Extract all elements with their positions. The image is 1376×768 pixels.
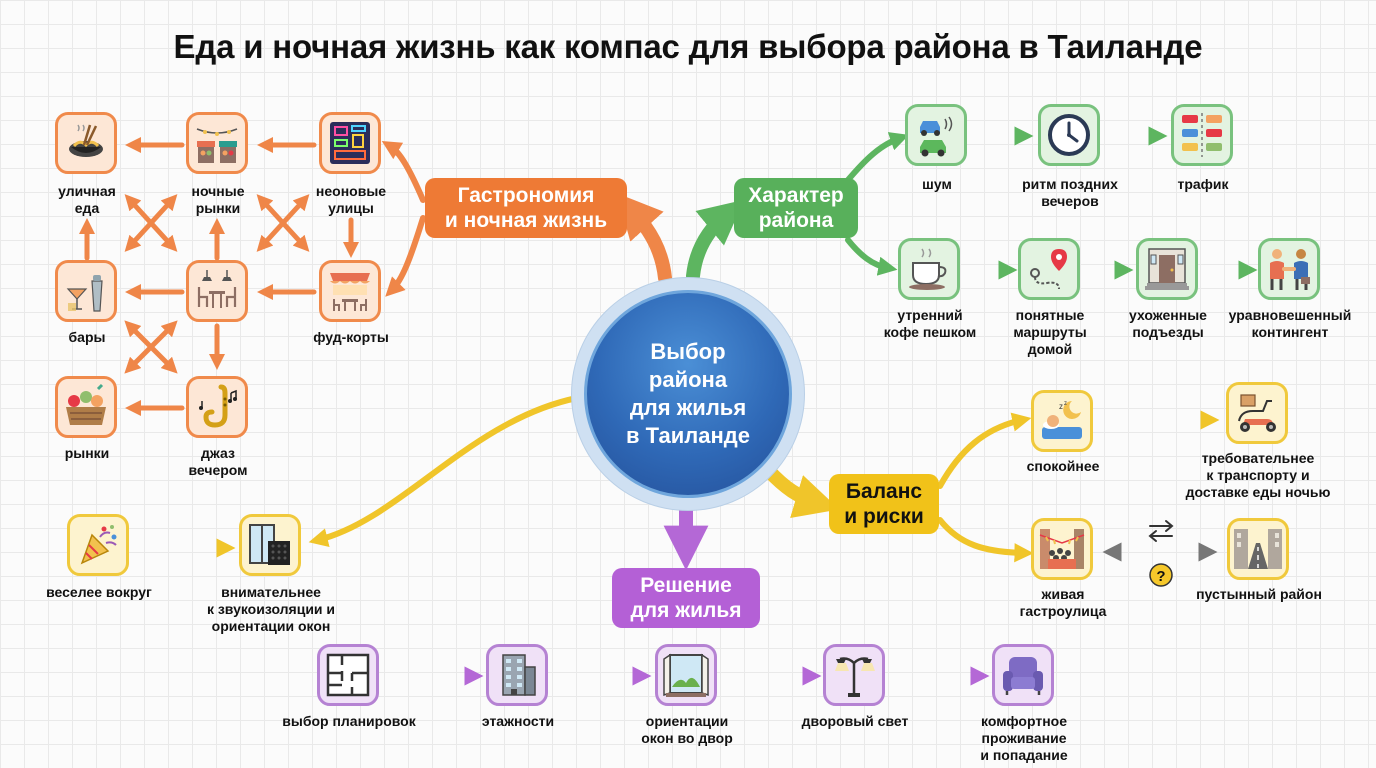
svg-text:?: ? xyxy=(1156,568,1165,585)
dining-hall-icon xyxy=(186,260,248,322)
produce-basket-icon xyxy=(55,376,117,438)
label-noise: шум xyxy=(922,176,952,192)
street-lamp-icon xyxy=(823,644,885,706)
swap-arrows-icon xyxy=(1148,520,1174,542)
label-late-rhythm: ритм поздних вечеров xyxy=(1022,176,1118,209)
label-demanding: требовательнее к транспорту и доставке е… xyxy=(1185,450,1331,500)
clock-icon xyxy=(1038,104,1100,166)
label-morning-coffee: утренний кофе пешком xyxy=(883,307,977,340)
arrow-character-coffee xyxy=(845,237,898,276)
party-popper-icon xyxy=(67,514,129,576)
arrow-center-gastro xyxy=(617,193,672,285)
hub-decision: Решение для жилья xyxy=(612,568,760,628)
label-bars: бары xyxy=(68,329,106,345)
label-routes: понятные маршруты домой xyxy=(1013,307,1087,357)
arrow-x4 xyxy=(256,194,310,252)
crowded-street-icon xyxy=(1031,518,1093,580)
route-pin-icon xyxy=(1018,238,1080,300)
label-night-markets: ночные рынки xyxy=(191,183,245,216)
svg-text:z: z xyxy=(1059,402,1063,411)
center-circle: Выбор района для жилья в Таиланде xyxy=(572,278,804,510)
arrow-center-character xyxy=(686,199,745,283)
label-layouts: выбор планировок xyxy=(282,713,416,729)
open-window-icon xyxy=(655,644,717,706)
cocktail-shaker-icon xyxy=(55,260,117,322)
label-jazz: джаз вечером xyxy=(188,445,248,478)
window-panel-icon xyxy=(239,514,301,576)
label-yard-light: дворовый свет xyxy=(801,713,909,729)
label-deserted: пустынный район xyxy=(1196,586,1322,602)
label-calmer: спокойнее xyxy=(1026,458,1100,474)
arrow-center-window xyxy=(308,395,580,548)
coffee-cup-icon xyxy=(898,238,960,300)
handshake-icon xyxy=(1258,238,1320,300)
floor-plan-icon xyxy=(317,644,379,706)
svg-text:z: z xyxy=(1064,401,1067,407)
label-attentive: внимательнее к звукоизоляции и ориентаци… xyxy=(206,584,336,634)
arrow-x2 xyxy=(124,194,178,252)
center-title: Выбор района для жилья в Таиланде xyxy=(626,339,750,448)
saxophone-icon xyxy=(186,376,248,438)
hub-balance: Баланс и риски xyxy=(829,474,939,534)
arrow-center-balance xyxy=(761,463,840,519)
question-icon: ? xyxy=(1149,563,1173,587)
label-fun: веселее вокруг xyxy=(46,584,152,600)
delivery-scooter-icon xyxy=(1226,382,1288,444)
page-title: Еда и ночная жизнь как компас для выбора… xyxy=(173,28,1203,65)
label-food-courts: фуд-корты xyxy=(313,329,389,345)
neon-signs-icon xyxy=(319,112,381,174)
label-street-food: уличная еда xyxy=(58,183,116,216)
arrow-hub-neon xyxy=(381,141,426,203)
arrow-balance-lively xyxy=(937,517,1034,563)
armchair-icon xyxy=(992,644,1054,706)
label-comfort: комфортное проживание и попадание xyxy=(980,713,1068,763)
label-lively: живая гастроулица xyxy=(1019,586,1107,619)
hub-character: Характер района xyxy=(734,178,858,238)
label-markets: рынки xyxy=(64,445,110,461)
arrow-character-noise xyxy=(845,132,910,183)
label-entrances: ухоженные подъезды xyxy=(1129,307,1207,340)
market-stalls-icon xyxy=(186,112,248,174)
arrow-x6 xyxy=(124,320,178,374)
building-icon xyxy=(486,644,548,706)
label-floors: этажности xyxy=(481,713,555,729)
noodle-bowl-icon xyxy=(55,112,117,174)
label-orientation: ориентации окон во двор xyxy=(641,713,733,746)
food-court-icon xyxy=(319,260,381,322)
traffic-jam-icon xyxy=(1171,104,1233,166)
label-neon-streets: неоновые улицы xyxy=(315,183,387,216)
cars-noise-icon xyxy=(905,104,967,166)
arrow-balance-calm xyxy=(937,412,1032,489)
label-traffic: трафик xyxy=(1177,176,1229,192)
label-contingent: уравновешенный контингент xyxy=(1228,307,1352,340)
entrance-door-icon xyxy=(1136,238,1198,300)
arrow-hub-foodcourt xyxy=(385,215,426,297)
hub-gastronomy: Гастрономия и ночная жизнь xyxy=(425,178,627,238)
empty-street-icon xyxy=(1227,518,1289,580)
